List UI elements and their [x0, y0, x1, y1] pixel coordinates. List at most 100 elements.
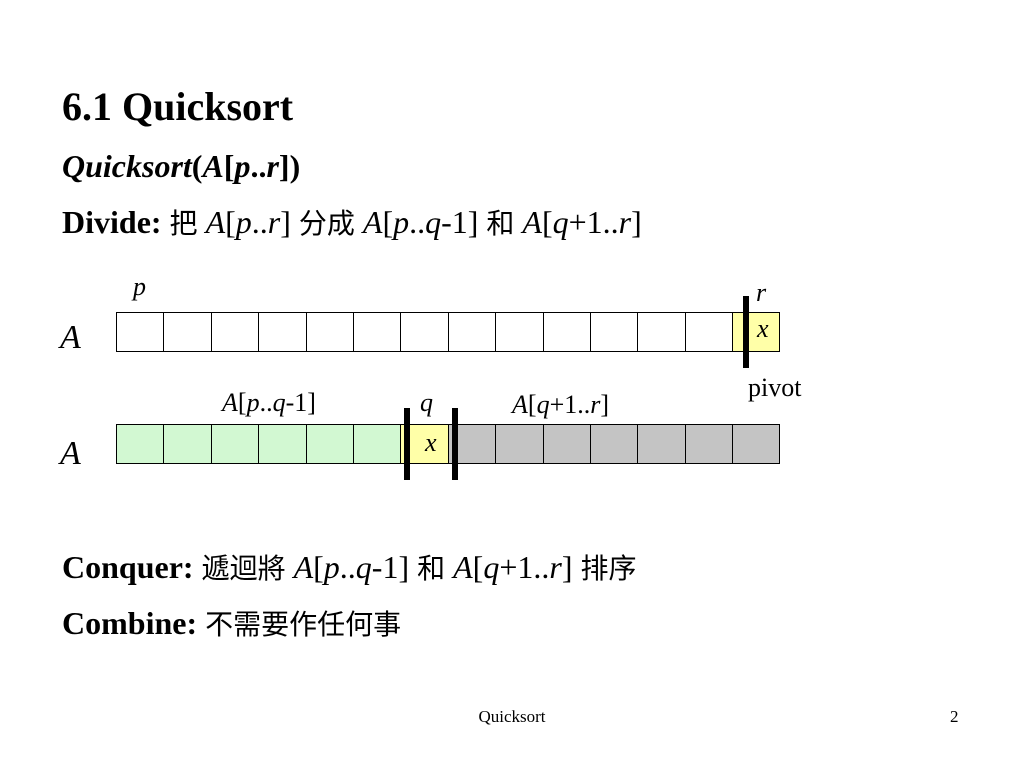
range-dots: .. — [250, 148, 267, 184]
conquer-var-q-1: q — [355, 549, 372, 585]
right-range-plus: +1.. — [549, 390, 591, 419]
divide-plus-one: +1.. — [568, 204, 619, 240]
row1-cell — [210, 312, 260, 352]
slide-title: 6.1 Quicksort — [62, 84, 294, 129]
row1-cell — [637, 312, 686, 352]
row1-pivot-x: x — [757, 314, 769, 343]
left-range-p: p — [246, 388, 260, 417]
func-name: Quicksort — [62, 148, 192, 184]
conquer-text-2: 和 — [417, 552, 446, 585]
row2-array-label: A — [60, 435, 81, 472]
divide-close-3: ] — [631, 204, 642, 240]
row1-cell — [684, 312, 734, 352]
combine-label: Combine: — [62, 605, 198, 641]
divide-label: Divide: — [62, 204, 162, 240]
left-range-open: [ — [237, 388, 247, 417]
left-range-array: A — [222, 388, 238, 417]
divide-var-r-1: r — [267, 204, 281, 240]
right-range-close: ] — [600, 390, 610, 419]
row1-partition-bar — [743, 296, 749, 368]
row2-cell — [116, 424, 165, 464]
divide-var-p-1: p — [235, 204, 252, 240]
row1-cell — [495, 312, 544, 352]
row2-cell — [542, 424, 591, 464]
row2-cell — [352, 424, 402, 464]
row2-cell — [305, 424, 354, 464]
divide-array-1: A — [205, 204, 226, 240]
bracket-open: [ — [223, 148, 235, 184]
pivot-label: pivot — [748, 373, 802, 402]
conquer-var-q-2: q — [483, 549, 500, 585]
conquer-plus-one: +1.. — [499, 549, 550, 585]
row2-cell — [210, 424, 260, 464]
conquer-var-r-2: r — [549, 549, 562, 585]
row2-cell — [732, 424, 781, 464]
divide-array-2: A — [362, 204, 383, 240]
divide-line: Divide: 把 A[p..r] 分成 A[p..q-1] 和 A[q+1..… — [62, 202, 642, 244]
var-p: p — [234, 148, 251, 184]
row1-p-label: p — [133, 272, 146, 301]
row2-q-label: q — [420, 388, 433, 417]
row2-cell — [258, 424, 307, 464]
conquer-bracket-2: [ — [472, 549, 484, 585]
right-range-q: q — [536, 390, 550, 419]
divide-array-3: A — [522, 204, 542, 240]
conquer-label: Conquer: — [62, 549, 194, 585]
combine-line: Combine: 不需要作任何事 — [62, 603, 401, 645]
row1-r-label: r — [756, 278, 767, 307]
left-range-q: q — [272, 388, 286, 417]
page-number: 2 — [950, 707, 959, 726]
divide-var-q-2: q — [425, 204, 442, 240]
right-range-r: r — [590, 390, 601, 419]
row1-cell — [163, 312, 212, 352]
row2-left-range-label: A[p..q-1] — [222, 388, 316, 418]
left-range-minus: -1] — [285, 388, 316, 417]
row1-array-label: A — [60, 319, 81, 356]
row1-cell — [589, 312, 639, 352]
row2-pivot-x: x — [425, 428, 437, 457]
conquer-array-2: A — [453, 549, 473, 585]
row1-cell — [732, 312, 781, 352]
row1-cell — [400, 312, 449, 352]
var-r: r — [266, 148, 279, 184]
array-row-2 — [116, 424, 781, 464]
divide-var-q-3: q — [552, 204, 569, 240]
bracket-close: ] — [278, 148, 290, 184]
row1-cell — [116, 312, 165, 352]
conquer-dots-1: .. — [339, 549, 356, 585]
row2-right-partition-bar — [452, 408, 458, 480]
row1-cell — [447, 312, 497, 352]
conquer-var-p-1: p — [323, 549, 340, 585]
conquer-array-1: A — [293, 549, 314, 585]
row2-right-range-label: A[q+1..r] — [512, 390, 609, 420]
right-range-array: A — [512, 390, 528, 419]
divide-var-r-3: r — [618, 204, 632, 240]
row2-cell — [684, 424, 734, 464]
paren-close: ) — [289, 148, 301, 184]
row1-cell — [542, 312, 591, 352]
conquer-close-2: ] — [561, 549, 573, 585]
row2-cell — [163, 424, 212, 464]
row1-cell — [258, 312, 307, 352]
divide-text-3: 和 — [486, 207, 515, 240]
divide-text-2: 分成 — [298, 207, 355, 240]
divide-dots-1: .. — [251, 204, 268, 240]
left-range-dots: .. — [259, 388, 273, 417]
row2-cell — [495, 424, 544, 464]
row1-cell — [352, 312, 402, 352]
conquer-bracket-1: [ — [313, 549, 324, 585]
row2-cell — [589, 424, 639, 464]
divide-bracket-3: [ — [541, 204, 553, 240]
divide-close-1: ] — [280, 204, 291, 240]
divide-dots-2: .. — [409, 204, 426, 240]
row2-cell — [637, 424, 686, 464]
conquer-minus-one: -1] — [371, 549, 410, 585]
right-range-open: [ — [527, 390, 537, 419]
divide-bracket-2: [ — [382, 204, 394, 240]
divide-var-p-2: p — [393, 204, 410, 240]
divide-minus-one: -1] — [441, 204, 479, 240]
paren-open: ( — [191, 148, 203, 184]
divide-bracket-1: [ — [225, 204, 236, 240]
divide-text-1: 把 — [169, 207, 198, 240]
conquer-text-1: 遞迴將 — [201, 552, 286, 585]
